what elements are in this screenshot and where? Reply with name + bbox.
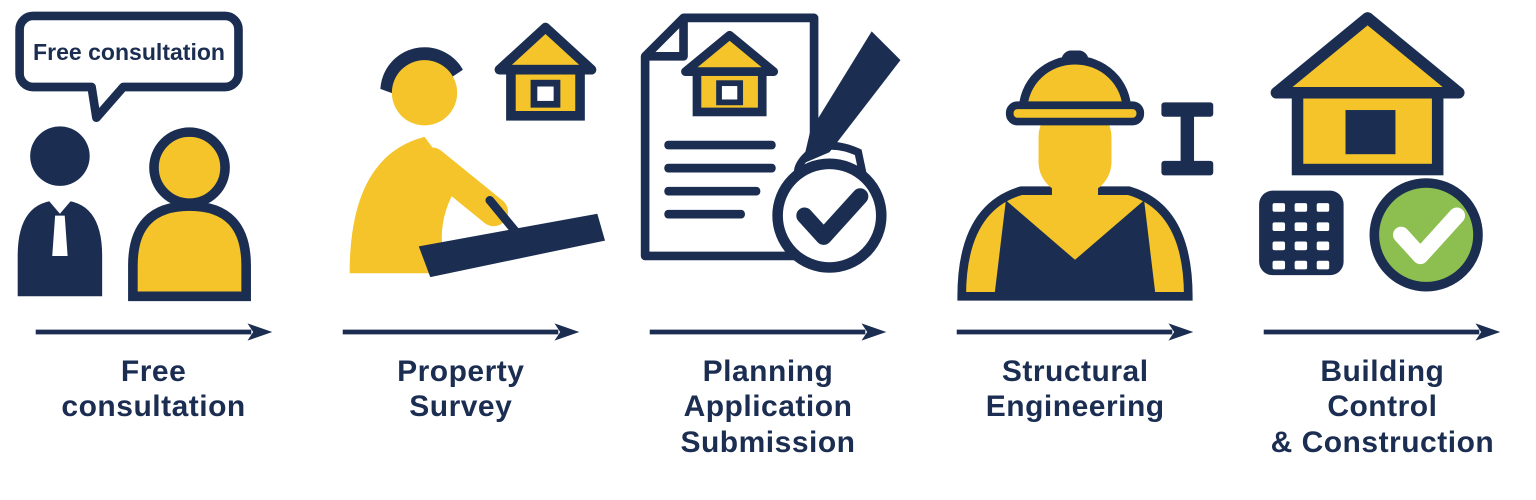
document-lines [664, 140, 776, 219]
engineer-icon [957, 50, 1214, 301]
speech-bubble-text: Free consultation [33, 39, 225, 65]
worker-person [957, 50, 1193, 301]
step-structural-engineering: Structural Engineering [922, 0, 1229, 500]
step-label-line: Free [120, 355, 187, 388]
step-label-line: & Construction [1270, 425, 1495, 459]
consultation-icon: Free consultation [14, 11, 251, 302]
i-beam-icon [1161, 102, 1214, 176]
step-label-line: Planning [702, 355, 834, 388]
step-label-line: Building [1320, 355, 1445, 388]
right-arrow-icon [35, 323, 272, 341]
step-label: Structural Engineering [986, 354, 1165, 425]
check-icon [1369, 178, 1484, 292]
right-arrow-icon [956, 323, 1194, 341]
step-label: Planning Application Submission [680, 354, 855, 460]
speech-bubble: Free consultation [14, 11, 243, 123]
step-label: Building Control & Construction [1271, 354, 1495, 460]
step-icon-wrap [1229, 0, 1536, 318]
application-icon [640, 13, 901, 273]
hard-hat-icon [1019, 55, 1132, 115]
step-label-line: Property [397, 355, 525, 388]
document-icon [640, 13, 819, 261]
step-label-line: Engineering [985, 390, 1165, 424]
right-arrow-icon [1264, 323, 1501, 341]
step-free-consultation: Free consultation Free consultation [0, 0, 307, 500]
hard-hat-brim [1006, 101, 1145, 126]
step-icon-wrap [922, 0, 1229, 318]
step-arrow-wrap [644, 318, 892, 346]
keypad-icon [1259, 190, 1344, 276]
construction-icon [1259, 12, 1484, 292]
pen-icon [802, 31, 901, 164]
step-arrow-wrap [951, 318, 1199, 346]
step-building-control: Building Control & Construction [1229, 0, 1536, 500]
person-left-icon [17, 126, 102, 297]
house-icon [681, 30, 779, 117]
step-label-line: Control [1327, 390, 1438, 424]
step-label: Free consultation [61, 354, 245, 425]
step-arrow-wrap [30, 318, 278, 346]
pen-icon [485, 195, 521, 238]
step-label-line: Submission [680, 425, 856, 459]
person-right-icon [127, 127, 251, 302]
step-arrow-wrap [1258, 318, 1506, 346]
survey-icon [349, 22, 605, 278]
check-icon [772, 158, 887, 273]
right-arrow-icon [649, 323, 887, 341]
house-icon [494, 22, 597, 121]
drafting-table [418, 213, 605, 278]
step-icon-wrap [614, 0, 921, 318]
step-label-line: consultation [61, 390, 246, 424]
step-planning-application: Planning Application Submission [614, 0, 921, 500]
step-icon-wrap: Free consultation [0, 0, 307, 318]
house-icon [1271, 12, 1465, 176]
right-arrow-icon [342, 323, 580, 341]
surveyor-person [349, 47, 521, 274]
step-icon-wrap [307, 0, 614, 318]
step-arrow-wrap [337, 318, 585, 346]
step-label-line: Application [683, 390, 853, 424]
step-label-line: Survey [409, 390, 513, 424]
step-label: Property Survey [397, 354, 524, 425]
step-label-line: Structural [1001, 355, 1149, 388]
step-property-survey: Property Survey [307, 0, 614, 500]
